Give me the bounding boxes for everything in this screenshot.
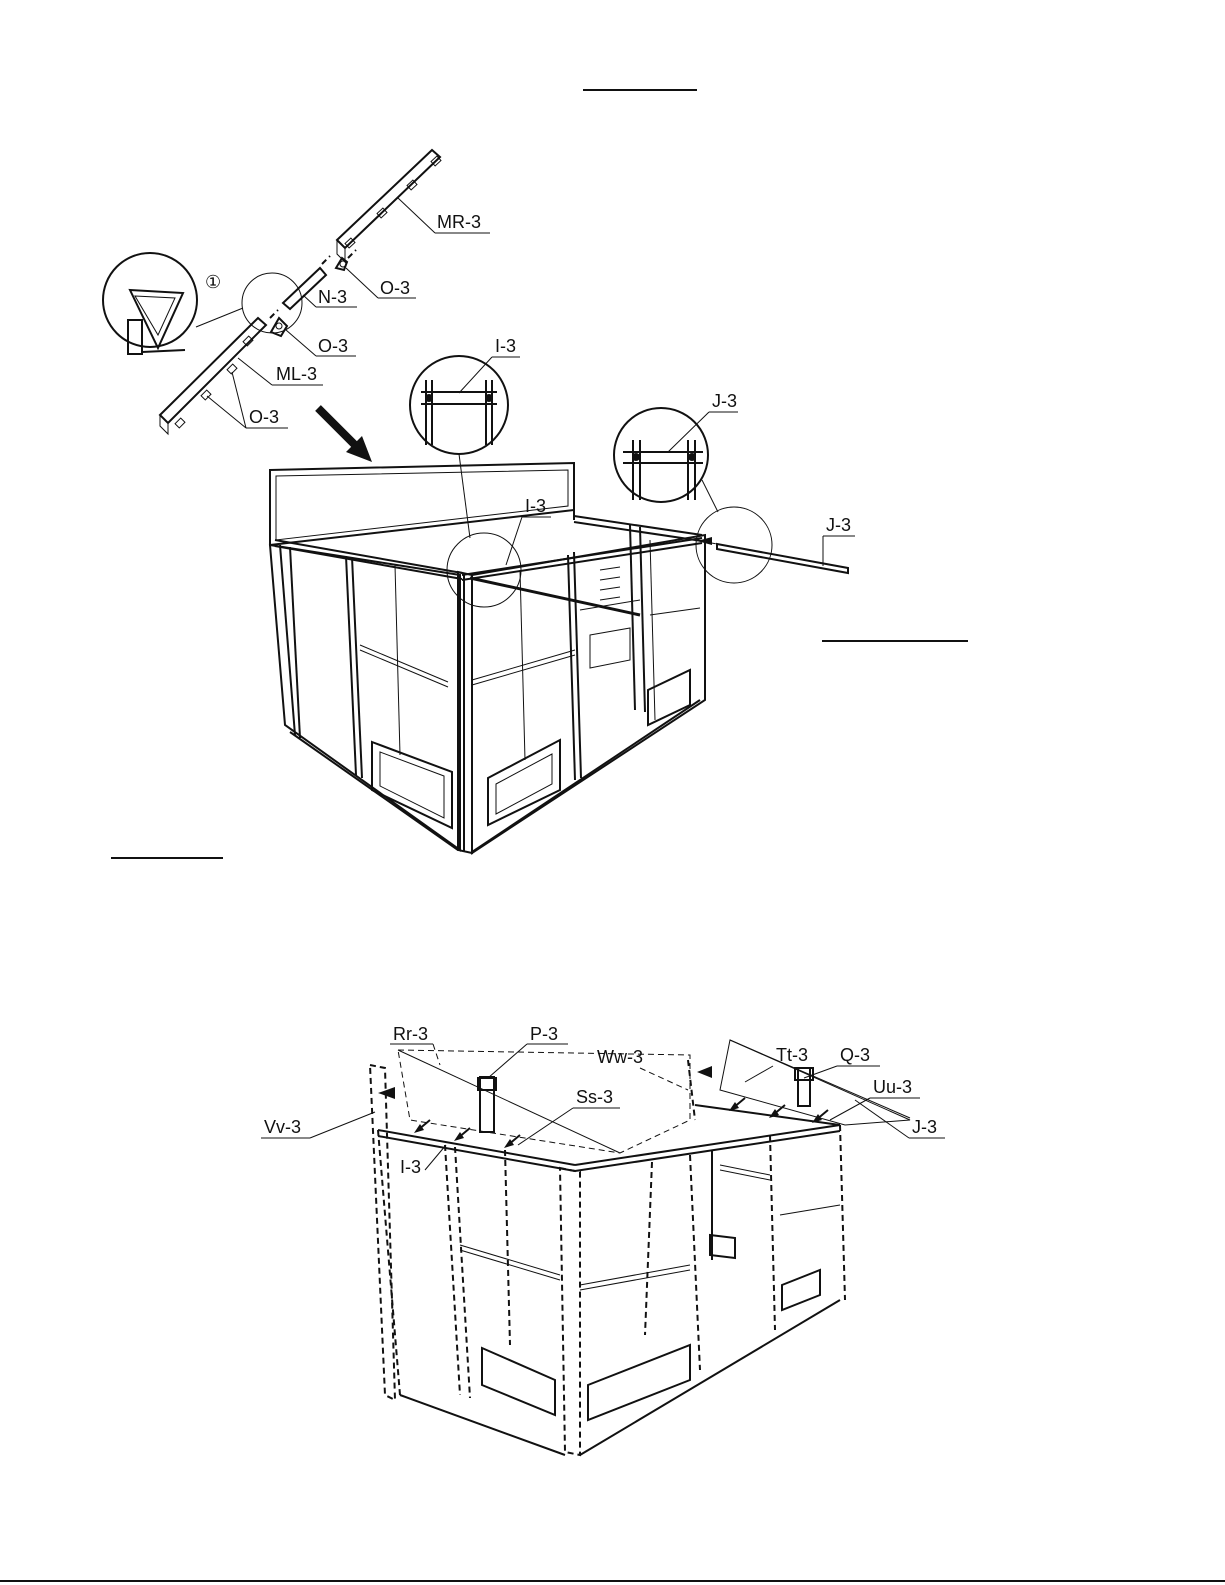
label-p-3: P-3 (530, 1024, 558, 1044)
label-j-3: J-3 (912, 1117, 937, 1137)
page-bottom-rule (0, 1580, 1225, 1582)
label-tt-3: Tt-3 (776, 1045, 808, 1065)
gazebo-frame-lower (370, 1060, 845, 1455)
label-ww-3: Ww-3 (597, 1047, 643, 1067)
label-ss-3: Ss-3 (576, 1087, 613, 1107)
label-uu-3: Uu-3 (873, 1077, 912, 1097)
lower-arrows (378, 1066, 828, 1148)
lower-labels: Rr-3 P-3 Ww-3 Tt-3 Q-3 Uu-3 Ss-3 Vv-3 I-… (261, 1024, 945, 1177)
label-vv-3: Vv-3 (264, 1117, 301, 1137)
label-i-3: I-3 (400, 1157, 421, 1177)
label-q-3: Q-3 (840, 1045, 870, 1065)
roof-panels (398, 1040, 910, 1153)
label-rr-3: Rr-3 (393, 1024, 428, 1044)
